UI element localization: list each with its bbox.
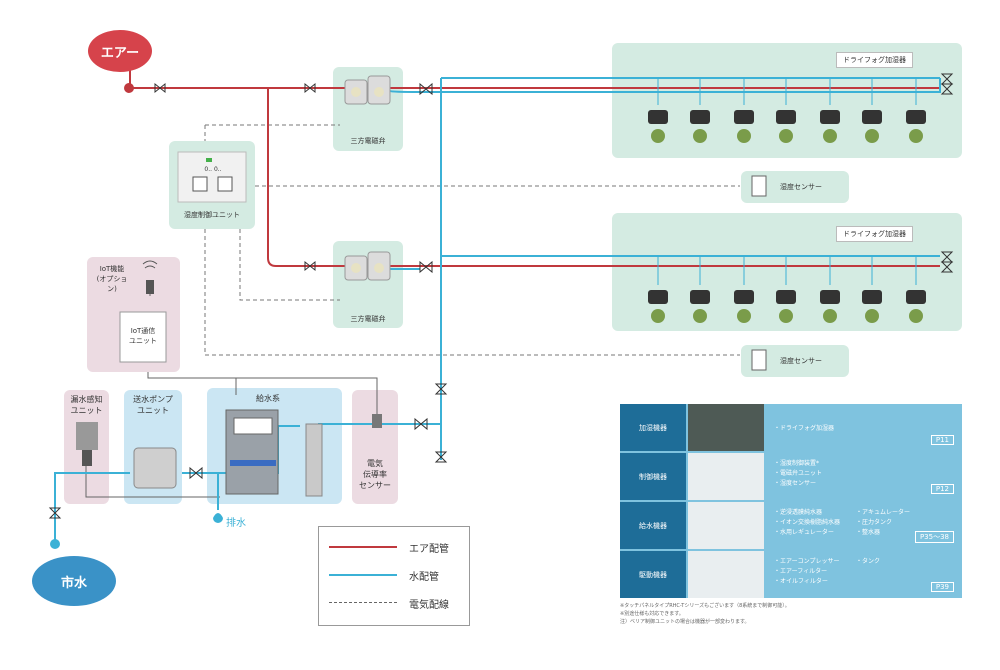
nozzle xyxy=(734,110,754,143)
valve-icon xyxy=(940,251,954,263)
control-unit-label: 湿度制御ユニット xyxy=(184,211,240,219)
table-note: 注）ベリア制御ユニットの場合は機器が一部変わります。 xyxy=(620,619,750,625)
valve-icon xyxy=(434,383,448,395)
table-item: ・整水器 xyxy=(856,529,881,536)
humidifier-label-1: ドライフォグ加湿器 xyxy=(836,52,913,68)
valve-icon xyxy=(940,73,954,85)
humidifier-label-2: ドライフォグ加湿器 xyxy=(836,226,913,242)
nozzle xyxy=(862,110,882,143)
page-ref: P11 xyxy=(930,435,954,445)
nozzle xyxy=(862,290,882,323)
nozzle xyxy=(776,110,796,143)
page-ref: P39 xyxy=(930,582,954,592)
table-row: 給水機器 ・逆浸透膜純水器 ・イオン交換樹脂純水器 ・水用レギュレーター ・アキ… xyxy=(620,502,962,549)
table-item: ・タンク xyxy=(856,558,881,565)
nozzle xyxy=(648,110,668,143)
legend-water-label: 水配管 xyxy=(409,572,439,583)
table-item: ・電磁弁ユニット xyxy=(774,470,823,477)
nozzle xyxy=(734,290,754,323)
equipment-table: 加湿機器 ・ドライフォグ加湿器 P11 制御機器 ・湿度制御装置* ・電磁弁ユニ… xyxy=(620,404,962,598)
iot-unit-label: IoT通信 ユニット xyxy=(129,327,157,345)
nozzle xyxy=(820,110,840,143)
valve-icon xyxy=(414,417,428,431)
drain-label: 排水 xyxy=(226,518,246,529)
equipment-image xyxy=(688,502,764,549)
table-category: 給水機器 xyxy=(620,502,686,549)
table-item: ・イオン交換樹脂純水器 xyxy=(774,519,841,526)
table-item: ・湿度センサー xyxy=(774,480,817,487)
valve-icon xyxy=(419,82,433,96)
valve-icon xyxy=(48,507,62,519)
valve-icon xyxy=(434,451,448,463)
valve-icon xyxy=(189,466,203,480)
equipment-image xyxy=(688,404,764,451)
legend-air-label: エア配管 xyxy=(409,544,449,555)
solenoid-valve-label-1: 三方電磁弁 xyxy=(350,137,386,145)
table-row: 駆動機器 ・エアーコンプレッサー ・エアーフィルター ・オイルフィルター ・タン… xyxy=(620,551,962,598)
table-item: ・ドライフォグ加湿器 xyxy=(774,425,835,432)
solenoid-valve-label-2: 三方電磁弁 xyxy=(350,315,386,323)
equipment-image xyxy=(688,453,764,500)
air-label: エアー xyxy=(100,45,140,61)
city-water-bubble: 市水 xyxy=(32,556,116,606)
air-bubble: エアー xyxy=(88,30,152,72)
control-unit-display: 0.. 0.. xyxy=(204,166,222,173)
conductivity-sensor-label: 電気 伝導率 センサー xyxy=(359,459,391,490)
legend: エア配管 水配管 電気配線 xyxy=(318,526,470,626)
table-category: 駆動機器 xyxy=(620,551,686,598)
page-ref: P35～38 xyxy=(914,531,954,543)
table-note: ※別途仕様も対応できます。 xyxy=(620,611,684,617)
humidity-sensor-label-2: 湿度センサー xyxy=(780,357,822,365)
pump-unit-label: 送水ポンプ ユニット xyxy=(133,395,173,415)
table-item: ・湿度制御装置* xyxy=(774,460,820,467)
legend-electric-label: 電気配線 xyxy=(409,600,449,611)
nozzle xyxy=(906,290,926,323)
nozzle xyxy=(906,110,926,143)
water-system-label: 給水系 xyxy=(256,394,280,403)
table-row: 加湿機器 ・ドライフォグ加湿器 P11 xyxy=(620,404,962,451)
nozzle xyxy=(776,290,796,323)
valve-icon xyxy=(419,260,433,274)
valve-icon xyxy=(154,82,166,94)
nozzle xyxy=(690,110,710,143)
leak-detect-label: 漏水感知 ユニット xyxy=(70,395,103,415)
table-row: 制御機器 ・湿度制御装置* ・電磁弁ユニット ・湿度センサー P12 xyxy=(620,453,962,500)
table-item: ・エアーフィルター xyxy=(774,568,828,575)
table-item: ・水用レギュレーター xyxy=(774,529,834,536)
valve-icon xyxy=(304,82,316,94)
valve-icon xyxy=(940,261,954,273)
legend-air: エア配管 xyxy=(329,539,459,555)
legend-water: 水配管 xyxy=(329,567,459,583)
table-note: ※タッチパネルタイプRHC-Tシリーズもございます（8系統まで制御可能）。 xyxy=(620,603,790,609)
table-item: ・逆浸透膜純水器 xyxy=(774,509,823,516)
page-ref: P12 xyxy=(930,484,954,494)
table-item: ・アキュムレーター xyxy=(856,509,911,516)
table-item: ・オイルフィルター xyxy=(774,578,828,585)
table-category: 加湿機器 xyxy=(620,404,686,451)
legend-electric: 電気配線 xyxy=(329,595,459,611)
valve-icon xyxy=(940,83,954,95)
table-category: 制御機器 xyxy=(620,453,686,500)
iot-option-label: IoT機能 (オプション) xyxy=(96,265,128,293)
humidity-sensor-label-1: 湿度センサー xyxy=(780,183,822,191)
nozzle xyxy=(690,290,710,323)
city-water-label: 市水 xyxy=(60,575,87,591)
equipment-image xyxy=(688,551,764,598)
conductivity-panel xyxy=(352,390,398,504)
valve-icon xyxy=(304,260,316,272)
table-item: ・圧力タンク xyxy=(856,519,893,526)
nozzle xyxy=(648,290,668,323)
nozzle xyxy=(820,290,840,323)
table-item: ・エアーコンプレッサー xyxy=(774,558,840,565)
